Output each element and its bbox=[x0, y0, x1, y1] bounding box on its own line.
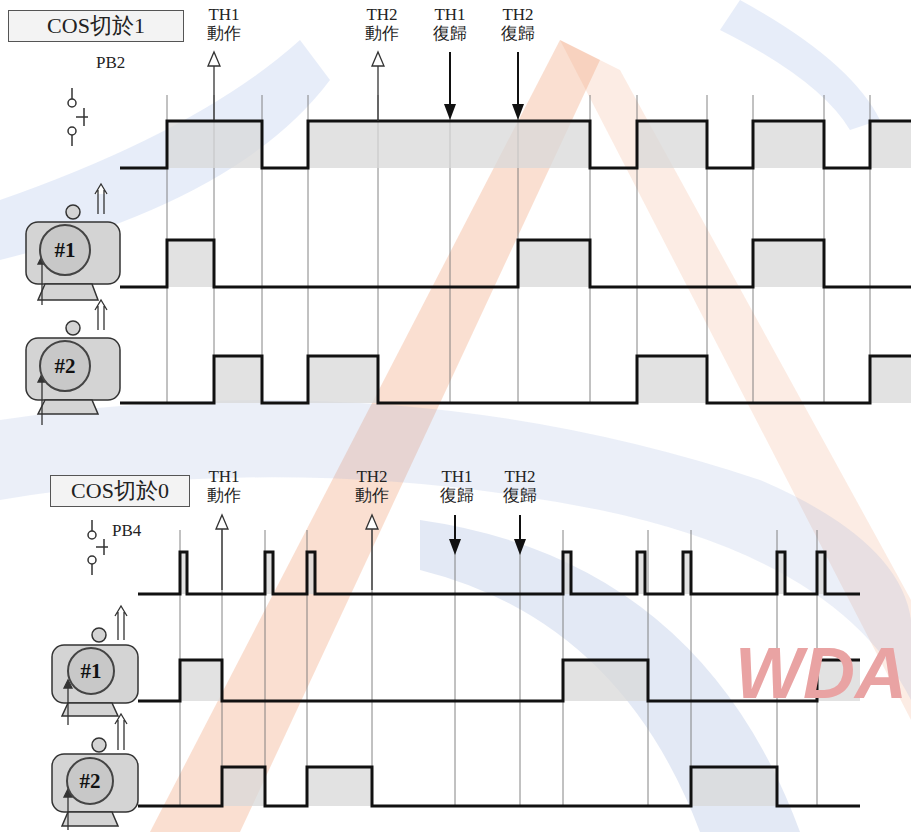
event-arrowhead bbox=[208, 52, 220, 66]
event-label: TH2 動作 bbox=[360, 6, 404, 43]
event-label: TH2 復歸 bbox=[498, 468, 542, 505]
time-gridline bbox=[372, 530, 373, 806]
pulse-fill bbox=[214, 356, 262, 403]
pulse-fill bbox=[870, 356, 911, 403]
motor-arrows bbox=[38, 184, 127, 830]
mode-label: COS切於1 bbox=[47, 11, 145, 41]
event-label: TH1 動作 bbox=[202, 468, 246, 505]
motor-circle: #1 bbox=[39, 224, 91, 276]
pulse-fill bbox=[307, 767, 372, 806]
event-arrowhead bbox=[216, 515, 228, 529]
signal-waveform bbox=[120, 240, 911, 287]
event-arrow bbox=[377, 66, 378, 121]
motor-circle: #1 bbox=[67, 647, 115, 695]
mode-label: COS切於0 bbox=[71, 476, 169, 506]
event-arrowhead bbox=[512, 104, 524, 120]
mode-box: COS切於1 bbox=[8, 10, 184, 42]
pulse-fill bbox=[870, 121, 911, 168]
pulse-fill bbox=[637, 356, 707, 403]
event-arrowhead bbox=[372, 52, 384, 66]
event-arrowhead bbox=[444, 104, 456, 120]
pulse-fill bbox=[563, 660, 648, 701]
event-arrow bbox=[449, 52, 451, 106]
pulse-fill bbox=[308, 121, 590, 168]
event-label: TH2 動作 bbox=[350, 468, 394, 505]
motor-number: #2 bbox=[80, 769, 101, 794]
time-gridline bbox=[455, 530, 456, 806]
motor-number: #2 bbox=[55, 354, 76, 379]
pulse-fill bbox=[222, 767, 265, 806]
motor-bodies bbox=[26, 205, 138, 826]
event-label: TH2 復歸 bbox=[496, 6, 540, 43]
pulse-fill bbox=[691, 767, 777, 806]
pulse-fill bbox=[167, 121, 262, 168]
pulse-fill bbox=[753, 240, 824, 287]
mode-box: COS切於0 bbox=[50, 475, 190, 507]
motor-number: #1 bbox=[81, 659, 102, 684]
motor-circle: #2 bbox=[66, 757, 114, 805]
pushbutton-name: PB2 bbox=[96, 54, 125, 73]
signal-waveform bbox=[120, 356, 911, 403]
pulse-fill bbox=[308, 356, 378, 403]
pulse-fill bbox=[753, 121, 824, 168]
signal-waveform bbox=[138, 767, 860, 806]
signal-waveform bbox=[120, 121, 911, 168]
time-gridline bbox=[520, 530, 521, 806]
signal-waveform bbox=[138, 552, 860, 594]
pulse-fill bbox=[637, 121, 707, 168]
pulse-fill bbox=[180, 660, 222, 701]
event-arrowhead bbox=[449, 539, 461, 555]
event-arrow bbox=[519, 515, 521, 541]
motor-circle: #2 bbox=[39, 340, 91, 392]
event-arrow bbox=[517, 52, 519, 106]
pulse-fill bbox=[518, 240, 590, 287]
event-label: TH1 復歸 bbox=[428, 6, 472, 43]
event-arrowhead bbox=[366, 515, 378, 529]
event-label: TH1 動作 bbox=[202, 6, 246, 43]
event-arrow bbox=[221, 529, 222, 590]
event-arrow bbox=[371, 529, 372, 590]
motor-number: #1 bbox=[55, 238, 76, 263]
event-arrowhead bbox=[514, 539, 526, 555]
watermark: WDA bbox=[735, 632, 907, 714]
event-label: TH1 復歸 bbox=[435, 468, 479, 505]
pushbutton-name: PB4 bbox=[112, 522, 141, 541]
event-arrow bbox=[213, 66, 214, 120]
event-arrow bbox=[454, 515, 456, 541]
pulse-fill bbox=[167, 240, 214, 287]
